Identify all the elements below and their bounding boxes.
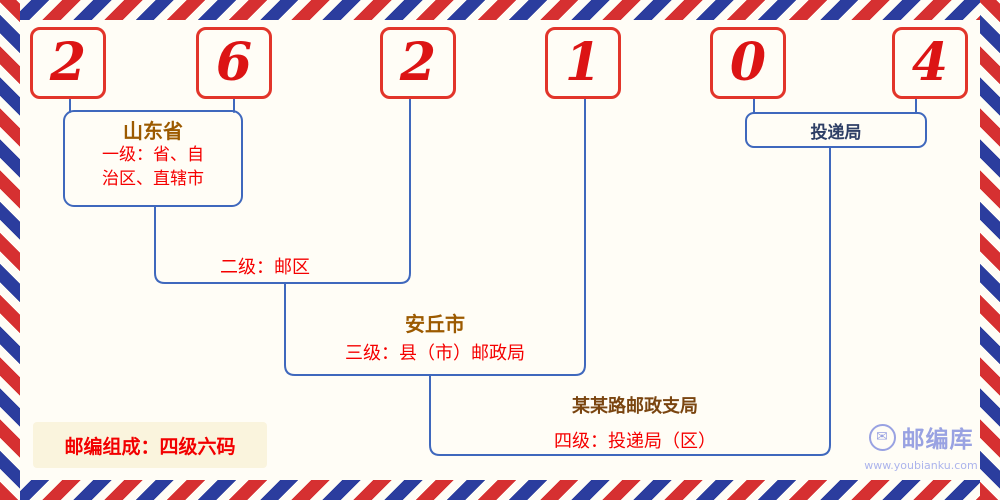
digit-2: 6 bbox=[215, 32, 253, 93]
level1-region-name: 山东省 bbox=[123, 119, 183, 143]
level2-connector bbox=[154, 98, 411, 284]
digit-box-5: 0 bbox=[710, 27, 786, 99]
site-branding-link[interactable]: ✉ 邮编库 www.youbianku.com bbox=[858, 420, 984, 472]
digit-4: 1 bbox=[564, 32, 602, 93]
composition-note: 邮编组成：四级六码 bbox=[33, 422, 267, 468]
airmail-border-bottom bbox=[0, 480, 1000, 500]
level4-description: 四级：投递局（区） bbox=[554, 431, 716, 452]
level4-bracket bbox=[429, 147, 831, 456]
level3-region-name: 安丘市 bbox=[405, 312, 465, 336]
digit-5: 0 bbox=[729, 32, 767, 93]
level1-description: 一级：省、自治区、直辖市 bbox=[102, 145, 204, 189]
delivery-box-outline bbox=[745, 112, 927, 148]
digit-box-2: 6 bbox=[196, 27, 272, 99]
level3-description: 三级：县（市）邮政局 bbox=[345, 343, 525, 364]
brand-row: ✉ 邮编库 bbox=[858, 420, 984, 454]
digit-box-4: 1 bbox=[545, 27, 621, 99]
digit-box-6: 4 bbox=[892, 27, 968, 99]
digit-6: 4 bbox=[911, 32, 949, 93]
site-url: www.youbianku.com bbox=[864, 459, 978, 472]
digit-1: 2 bbox=[49, 32, 87, 93]
level4-office-name: 某某路邮政支局 bbox=[572, 396, 698, 417]
level1-box-outline bbox=[63, 110, 243, 207]
digit-box-1: 2 bbox=[30, 27, 106, 99]
digit-box-3: 2 bbox=[380, 27, 456, 99]
airmail-border-right bbox=[980, 0, 1000, 500]
level3-bracket bbox=[284, 98, 586, 376]
envelope-icon: ✉ bbox=[868, 423, 896, 451]
digit-3: 2 bbox=[399, 32, 437, 93]
delivery-office-label: 投递局 bbox=[810, 122, 862, 143]
level2-description: 二级：邮区 bbox=[220, 257, 310, 278]
airmail-border-top bbox=[0, 0, 1000, 20]
airmail-border-left bbox=[0, 0, 20, 500]
site-name: 邮编库 bbox=[901, 427, 974, 453]
